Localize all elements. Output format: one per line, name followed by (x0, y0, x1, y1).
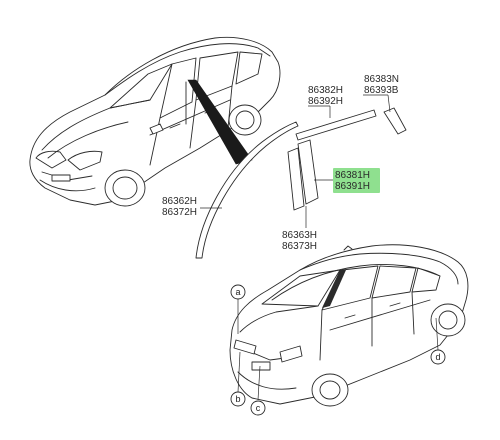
svg-text:c: c (256, 403, 261, 413)
b-pillar-molding (287, 147, 305, 211)
label-front-pillar-primary: 86362H (162, 196, 197, 207)
label-front-pillar-secondary: 86372H (162, 207, 197, 218)
svg-text:b: b (235, 394, 240, 404)
svg-text:d: d (435, 352, 440, 362)
label-rear-upper-primary: 86383N (364, 74, 399, 85)
front-pillar-molding (195, 121, 299, 259)
label-rear-upper-secondary: 86393B (364, 85, 399, 96)
callout-c: c (250, 365, 266, 416)
callout-a: a (230, 284, 246, 334)
highlight-box (333, 168, 380, 193)
part-number-labels: 86383N 86393B 86382H 86392H 86381H 86391… (162, 74, 399, 252)
label-roof-rear-secondary: 86392H (308, 96, 343, 107)
rear-car-illustration (229, 244, 469, 407)
front-car-illustration (29, 36, 281, 207)
rear-upper-molding (383, 107, 407, 135)
label-c-pillar-primary: 86363H (282, 230, 317, 241)
label-b-pillar-primary: 86381H (335, 170, 370, 181)
callout-d: d (430, 317, 446, 365)
c-pillar-molding (297, 139, 319, 205)
label-c-pillar-secondary: 86373H (282, 241, 317, 252)
callout-b: b (230, 351, 246, 407)
roof-rear-molding (295, 109, 377, 141)
svg-text:a: a (235, 287, 240, 297)
label-leaders (200, 94, 391, 228)
label-b-pillar-secondary: 86391H (335, 181, 370, 192)
label-roof-rear-primary: 86382H (308, 85, 343, 96)
